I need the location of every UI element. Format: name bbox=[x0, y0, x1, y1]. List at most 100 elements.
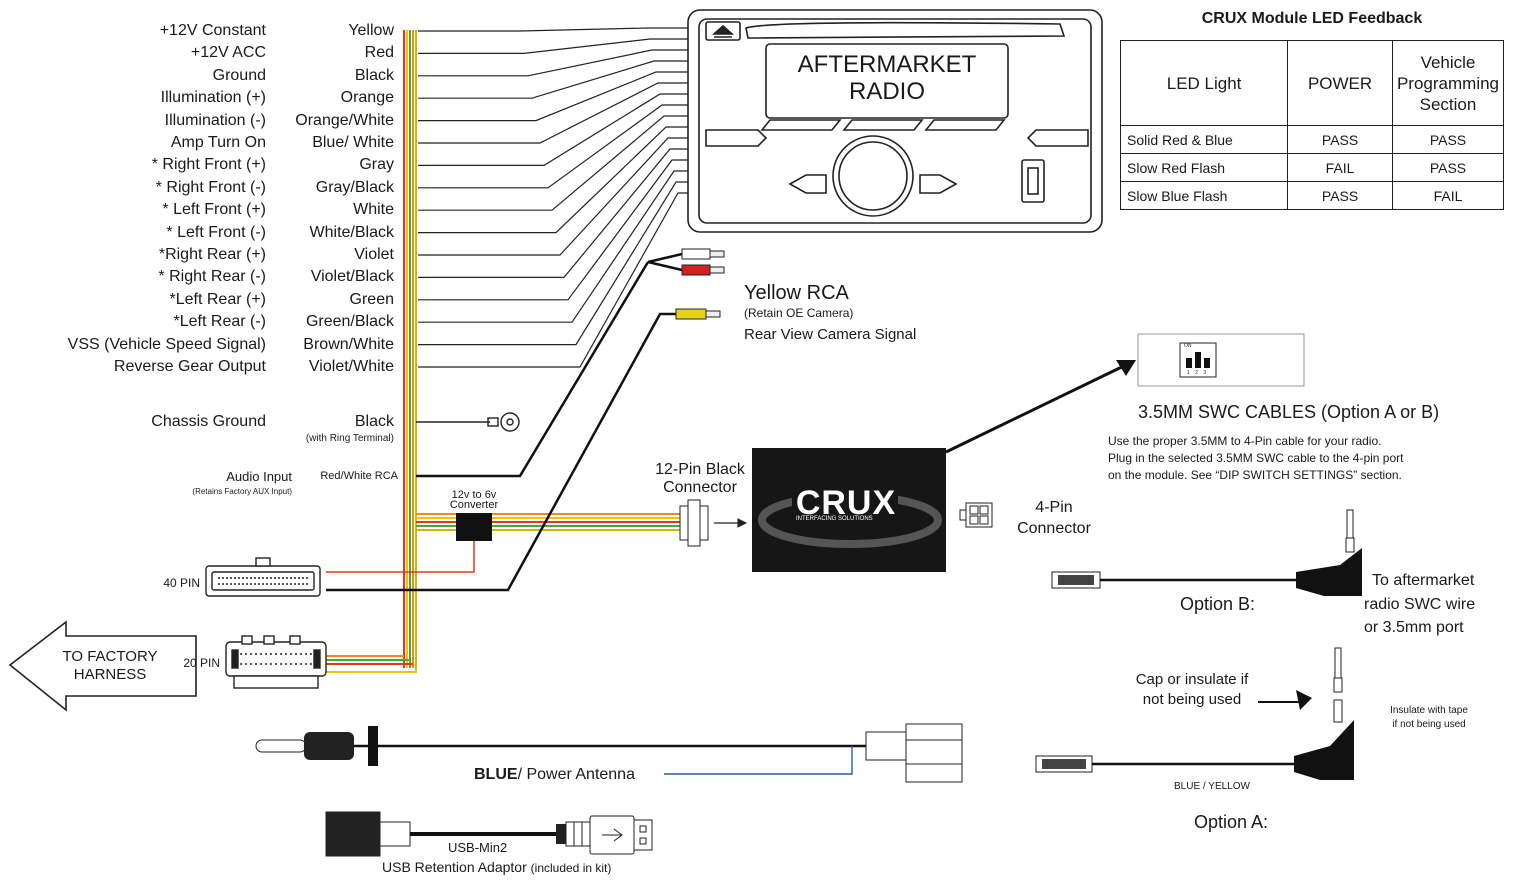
wire-color-label: Yellow bbox=[348, 22, 394, 39]
radio-wire bbox=[418, 137, 688, 256]
option-b-to-3: or 3.5mm port bbox=[1364, 619, 1464, 636]
wire-color-label: Violet/Black bbox=[310, 268, 394, 286]
rca-desc: Rear View Camera Signal bbox=[744, 326, 917, 343]
radio-wire bbox=[418, 159, 688, 301]
radio-wire bbox=[418, 104, 688, 189]
option-a-tape-2: if not being used bbox=[1392, 719, 1466, 730]
factory-label-1: TO FACTORY bbox=[62, 648, 158, 665]
usb-label-note: (included in kit) bbox=[530, 861, 612, 875]
antenna-label: BLUE/ Power Antenna bbox=[474, 766, 635, 784]
wire-color-label: Orange bbox=[340, 89, 394, 107]
led-table-title: CRUX Module LED Feedback bbox=[1201, 10, 1423, 27]
twenty-pin-label: 20 PIN bbox=[183, 656, 220, 670]
wire-function-label: VSS (Vehicle Speed Signal) bbox=[67, 335, 266, 353]
led-header-power: POWER bbox=[1287, 40, 1393, 126]
dip-switch bbox=[1137, 333, 1305, 387]
wire-function-label: +12V Constant bbox=[159, 22, 266, 39]
option-a-tape-1: Insulate with tape bbox=[1390, 705, 1468, 716]
led-header-programming: Vehicle Programming Section bbox=[1391, 40, 1505, 126]
option-b-to-2: radio SWC wire bbox=[1364, 596, 1476, 613]
crux-logo: CRUX bbox=[795, 484, 897, 522]
wire-function-label: +12V ACC bbox=[190, 44, 266, 62]
radio-wire bbox=[418, 192, 688, 368]
led-cell: PASS bbox=[1287, 181, 1393, 210]
converter-label-1: 12v to 6v bbox=[451, 489, 497, 501]
led-cell: PASS bbox=[1391, 125, 1505, 154]
led-table-head: LED Light POWER Vehicle Programming Sect… bbox=[1119, 40, 1505, 126]
radio-wire bbox=[418, 71, 688, 122]
factory-arrow bbox=[8, 620, 197, 712]
chassis-ground-color: Black bbox=[354, 413, 394, 430]
connector4-label-1: 4-Pin bbox=[1035, 499, 1073, 516]
swc-line-3: on the module. See “DIP SWITCH SETTINGS”… bbox=[1108, 468, 1402, 482]
chassis-ground-note: (with Ring Terminal) bbox=[305, 433, 394, 444]
led-cell: PASS bbox=[1391, 153, 1505, 182]
led-cell: FAIL bbox=[1391, 181, 1505, 210]
wire-color-label: Black bbox=[354, 66, 394, 84]
usb-label-main: USB Retention Adaptor bbox=[382, 859, 527, 875]
wire-color-label: Brown/White bbox=[303, 335, 394, 353]
wire-color-label: Gray/Black bbox=[315, 178, 394, 196]
crux-tagline: INTERFACING SOLUTIONS bbox=[796, 516, 873, 522]
wire-function-label: Illumination (+) bbox=[160, 89, 266, 107]
wire-function-label: Illumination (-) bbox=[164, 111, 266, 129]
swc-title: 3.5MM SWC CABLES (Option A or B) bbox=[1138, 402, 1440, 422]
dip-numbers: 1 2 3 bbox=[1187, 370, 1209, 376]
radio-wire bbox=[418, 49, 688, 77]
option-a-cable bbox=[1035, 647, 1354, 780]
rca-sub: (Retain OE Camera) bbox=[744, 306, 854, 320]
usb-cable-label: USB-Min2 bbox=[448, 840, 508, 855]
wire-color-label: Red bbox=[364, 44, 394, 62]
rca-plugs bbox=[647, 248, 725, 320]
usb-label: USB Retention Adaptor (included in kit) bbox=[382, 860, 611, 876]
wire-color-label: Violet/White bbox=[308, 358, 394, 375]
option-a-cap-2: not being used bbox=[1142, 691, 1242, 708]
option-b-label: Option B: bbox=[1180, 594, 1256, 614]
wire-function-label: * Right Rear (-) bbox=[158, 268, 266, 286]
wire-color-label: Violet bbox=[354, 246, 394, 263]
ring-terminal bbox=[416, 412, 520, 432]
led-cell: Slow Blue Flash bbox=[1119, 181, 1289, 210]
converter-box bbox=[456, 513, 492, 541]
converter-label-2: Converter bbox=[449, 499, 499, 511]
led-cell: FAIL bbox=[1287, 153, 1393, 182]
wire-color-label: Green/Black bbox=[305, 313, 394, 331]
connector12-label-2: Connector bbox=[663, 479, 737, 496]
wire-function-label: *Left Rear (+) bbox=[169, 290, 266, 308]
radio-label-1: AFTERMARKET bbox=[797, 51, 977, 78]
wire-function-label: * Right Front (-) bbox=[155, 178, 266, 196]
four-pin-port bbox=[959, 502, 993, 528]
radio-wire bbox=[418, 181, 688, 346]
audio-input-color: Red/White RCA bbox=[320, 470, 398, 482]
forty-pin-connector bbox=[205, 557, 321, 597]
audio-input-label: Audio Input bbox=[226, 469, 292, 484]
antenna-label-rest: / Power Antenna bbox=[517, 766, 635, 783]
aftermarket-radio bbox=[687, 9, 1103, 233]
wire-color-label: Green bbox=[349, 290, 394, 308]
wire-function-label: Reverse Gear Output bbox=[113, 358, 266, 375]
twenty-pin-connector bbox=[225, 635, 327, 689]
chassis-ground-label: Chassis Ground bbox=[151, 413, 266, 430]
option-b-to-1: To aftermarket bbox=[1372, 572, 1475, 589]
wire-function-label: *Left Rear (-) bbox=[173, 313, 266, 331]
audio-input-note: (Retains Factory AUX Input) bbox=[192, 487, 292, 496]
radio-wire-fan bbox=[418, 27, 688, 368]
radio-wire bbox=[418, 82, 688, 144]
antenna-label-bold: BLUE bbox=[474, 766, 518, 783]
swc-line-2: Plug in the selected 3.5MM SWC cable to … bbox=[1108, 451, 1404, 465]
radio-wire bbox=[418, 170, 688, 323]
wire-function-label: * Right Front (+) bbox=[151, 156, 266, 174]
wire-color-label: Gray bbox=[359, 156, 394, 174]
option-a-label: Option A: bbox=[1194, 812, 1269, 832]
option-a-wire-color: BLUE / YELLOW bbox=[1174, 781, 1250, 792]
radio-wire bbox=[418, 38, 688, 54]
twelve-pin-connector bbox=[679, 499, 748, 547]
wire-color-label: White/Black bbox=[309, 223, 394, 241]
wire-function-label: Amp Turn On bbox=[170, 134, 266, 151]
wire-color-label: Blue/ White bbox=[312, 134, 394, 151]
wire-function-label: * Left Front (+) bbox=[162, 201, 266, 219]
radio-wire bbox=[418, 148, 688, 278]
option-b-cable bbox=[1051, 509, 1362, 596]
